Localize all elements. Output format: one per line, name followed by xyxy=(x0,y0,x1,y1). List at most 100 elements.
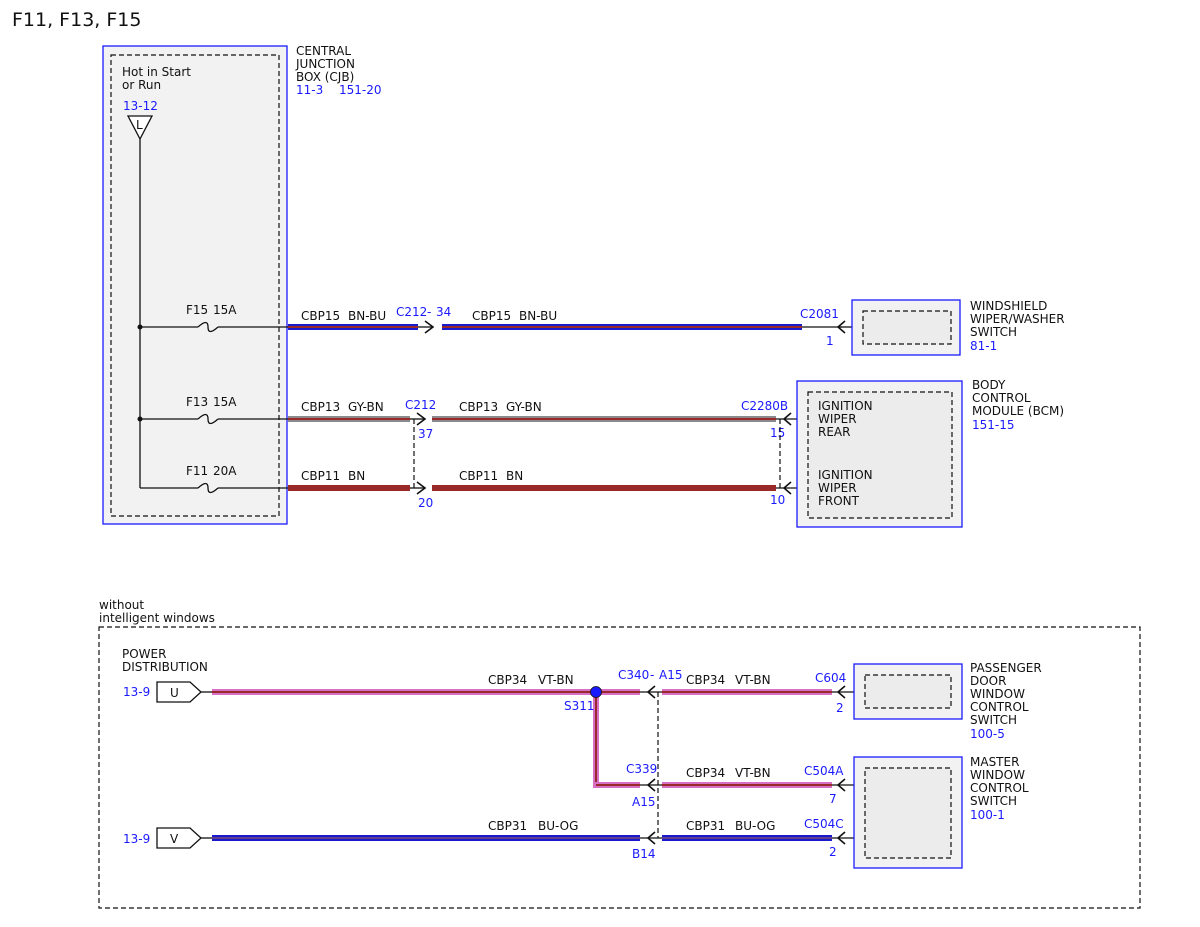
power-connector-u-icon xyxy=(156,681,202,703)
fuse-f11-icon xyxy=(197,482,219,494)
splice-s311-icon xyxy=(590,686,602,698)
connector-c604[interactable]: C604 xyxy=(815,671,846,685)
pass-switch-label-1: PASSENGER xyxy=(970,661,1042,675)
connector-c340[interactable]: C340 xyxy=(618,668,649,682)
power-dist-label-1: POWER xyxy=(122,647,166,661)
bcm-input-front-1: IGNITION xyxy=(818,468,873,482)
connector-c2280b[interactable]: C2280B xyxy=(741,399,788,413)
wire-cbp13[interactable] xyxy=(288,416,808,422)
master-switch-ref[interactable]: 100-1 xyxy=(970,808,1005,822)
wire-color-cbp11-a: BN xyxy=(348,469,365,483)
fuse-f11-id: F11 xyxy=(186,464,208,478)
wire-label-cbp13-b: CBP13 xyxy=(459,400,498,414)
connector-c504a-pin[interactable]: 7 xyxy=(829,792,837,806)
fuse-f15-amp: 15A xyxy=(213,303,237,317)
cjb-ref-1[interactable]: 11-3 xyxy=(296,83,323,97)
wire-color-cbp34-a: VT-BN xyxy=(538,673,574,687)
connector-c339-pin-a15[interactable]: A15 xyxy=(632,795,655,809)
connector-c2081-pin[interactable]: 1 xyxy=(826,334,834,348)
power-dist-ref-u[interactable]: 13-9 xyxy=(123,685,150,699)
bcm-input-rear-3: REAR xyxy=(818,425,850,439)
connector-c339-a15-icon xyxy=(646,778,656,792)
cjb-label-1: CENTRAL xyxy=(296,44,351,58)
connector-c504c-icon xyxy=(836,831,846,845)
option-label-1: without xyxy=(99,598,144,612)
connector-c212-pin-20[interactable]: 20 xyxy=(418,496,433,510)
hot-label-1: Hot in Start xyxy=(122,65,191,79)
cjb-inner xyxy=(110,54,280,517)
power-dist-label-2: DISTRIBUTION xyxy=(122,660,208,674)
cjb-label-2: JUNCTION xyxy=(295,57,355,71)
wire-cbp15[interactable] xyxy=(288,324,842,330)
bcm-label-1: BODY xyxy=(972,378,1006,392)
bcm-label-3: MODULE (BCM) xyxy=(972,404,1064,418)
wire-color-cbp11-b: BN xyxy=(506,469,523,483)
wire-label-cbp34-a: CBP34 xyxy=(488,673,527,687)
connector-c339[interactable]: C339 xyxy=(626,762,657,776)
connector-c340-icon xyxy=(646,685,656,699)
bus-node-icon xyxy=(137,324,143,330)
wiper-switch-ref[interactable]: 81-1 xyxy=(970,339,997,353)
fuse-f13-amp: 15A xyxy=(213,395,237,409)
feed-ref[interactable]: 13-12 xyxy=(123,99,158,113)
wire-color-cbp34-b: VT-BN xyxy=(735,673,771,687)
wire-cbp34[interactable] xyxy=(212,689,854,788)
wire-color-cbp13-b: GY-BN xyxy=(506,400,542,414)
connector-c212[interactable]: C212 xyxy=(405,398,436,412)
cjb-label-3: BOX (CJB) xyxy=(296,70,354,84)
connector-c504c[interactable]: C504C xyxy=(804,817,844,831)
fuse-f11-amp: 20A xyxy=(213,464,237,478)
connector-c340-dash: - xyxy=(650,668,654,682)
power-dist-ref-v[interactable]: 13-9 xyxy=(123,832,150,846)
option-label-2: intelligent windows xyxy=(99,611,215,625)
cjb-ref-2[interactable]: 151-20 xyxy=(339,83,382,97)
wire-cbp31[interactable] xyxy=(212,835,854,841)
connector-c504a-icon xyxy=(836,778,846,792)
connector-c340-pin[interactable]: A15 xyxy=(659,668,682,682)
passenger-door-window-control-switch: PASSENGER DOOR WINDOW CONTROL SWITCH 100… xyxy=(853,661,1042,741)
pass-switch-label-4: CONTROL xyxy=(970,700,1029,714)
pass-switch-ref[interactable]: 100-5 xyxy=(970,727,1005,741)
connector-c339-b14-icon xyxy=(646,831,656,845)
wire-label-cbp13-a: CBP13 xyxy=(301,400,340,414)
feed-symbol: L xyxy=(136,118,143,132)
body-control-module: BODY CONTROL MODULE (BCM) 151-15 IGNITIO… xyxy=(796,378,1064,528)
wire-color-cbp13-a: GY-BN xyxy=(348,400,384,414)
bcm-input-front-3: FRONT xyxy=(818,494,860,508)
wire-label-cbp15-b: CBP15 xyxy=(472,309,511,323)
bcm-input-rear-2: WIPER xyxy=(818,412,857,426)
master-switch-label-4: SWITCH xyxy=(970,794,1017,808)
connector-c212-34[interactable]: C212 xyxy=(396,305,427,319)
connector-c504c-pin[interactable]: 2 xyxy=(829,845,837,859)
connector-c2280b-pin-10[interactable]: 10 xyxy=(770,493,785,507)
master-switch-label-3: CONTROL xyxy=(970,781,1029,795)
wire-color-cbp31-b: BU-OG xyxy=(735,819,775,833)
bcm-label-2: CONTROL xyxy=(972,391,1031,405)
fuse-f13-id: F13 xyxy=(186,395,208,409)
power-dist-symbol-u: U xyxy=(170,686,179,700)
wiper-switch-label-1: WINDSHIELD xyxy=(970,299,1047,313)
connector-c212-pin-37[interactable]: 37 xyxy=(418,427,433,441)
feed-triangle-icon xyxy=(126,115,154,141)
connector-c212-34-pin[interactable]: 34 xyxy=(436,305,451,319)
splice-s311[interactable]: S311 xyxy=(564,699,595,713)
page-title: F11, F13, F15 xyxy=(12,9,141,31)
bcm-ref[interactable]: 151-15 xyxy=(972,418,1015,432)
wire-label-cbp15-a: CBP15 xyxy=(301,309,340,323)
connector-c212-34-dash: - xyxy=(427,305,431,319)
power-dist-symbol-v: V xyxy=(170,832,179,846)
connector-c604-pin[interactable]: 2 xyxy=(836,701,844,715)
wire-cbp11[interactable] xyxy=(288,485,808,491)
connector-c2280b-pin-15[interactable]: 15 xyxy=(770,426,785,440)
connector-c504a[interactable]: C504A xyxy=(804,764,844,778)
connector-c2081[interactable]: C2081 xyxy=(800,307,839,321)
wire-color-cbp15-a: BN-BU xyxy=(348,309,386,323)
connector-c339-pin-b14[interactable]: B14 xyxy=(632,847,656,861)
windshield-wiper-washer-switch: WINDSHIELD WIPER/WASHER SWITCH 81-1 xyxy=(851,299,1065,356)
wire-color-cbp15-b: BN-BU xyxy=(519,309,557,323)
pass-switch-label-5: SWITCH xyxy=(970,713,1017,727)
connector-c604-icon xyxy=(836,685,846,699)
hot-label-2: or Run xyxy=(122,78,161,92)
wire-label-cbp34-b: CBP34 xyxy=(686,673,725,687)
